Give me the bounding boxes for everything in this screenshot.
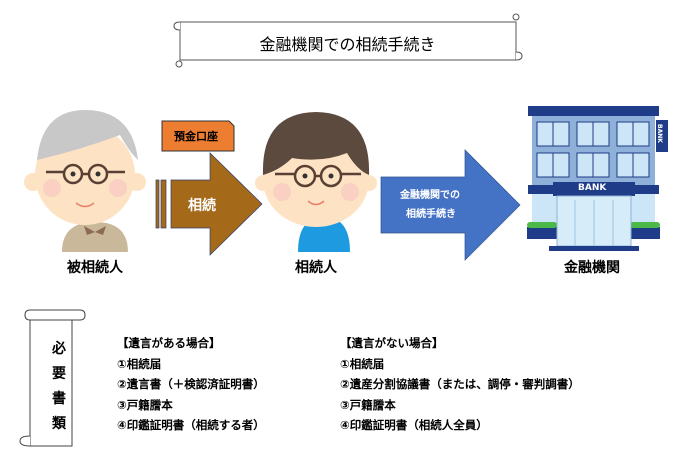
- bank-procedure-arrow: [380, 149, 521, 261]
- list-item: ③戸籍謄本: [117, 397, 173, 412]
- with-will-heading: 【遺言がある場合】: [117, 336, 221, 350]
- list-item: ①相続届: [117, 356, 162, 371]
- list-item: ①相続届: [340, 356, 385, 371]
- list-item: ④印鑑証明書（相続人全員）: [340, 418, 488, 432]
- documents-heading-char: 要: [52, 366, 66, 382]
- bank-arrow-label-line1: 金融機関での: [400, 190, 460, 201]
- decedent-illustration: [24, 110, 146, 252]
- title-scroll: [173, 13, 523, 68]
- with-will-list: 【遺言がある場合】 ①相続届 ②遺言書（＋検認済証明書） ③戸籍謄本 ④印鑑証明…: [117, 333, 265, 436]
- documents-scroll: [19, 309, 86, 447]
- bank-sign: BANK: [578, 183, 607, 193]
- documents-heading-char: 類: [52, 416, 66, 432]
- bank-side-sign: BANK: [656, 124, 663, 143]
- documents-heading-char: 必: [52, 341, 66, 357]
- list-item: ④印鑑証明書（相続する者）: [117, 418, 265, 432]
- heir-illustration: [255, 112, 377, 252]
- account-tag-label: 預金口座: [174, 130, 218, 143]
- bank-arrow-label-line2: 相続手続き: [406, 209, 456, 220]
- documents-heading-char: 書: [52, 391, 66, 407]
- list-item: ②遺産分割協議書（または、調停・審判調書）: [340, 377, 580, 391]
- list-item: ②遺言書（＋検認済証明書）: [117, 377, 265, 391]
- inherit-arrow-label: 相続: [188, 198, 216, 214]
- inherit-arrow: [155, 152, 263, 256]
- bank-label: 金融機関: [564, 260, 620, 276]
- without-will-list: 【遺言がない場合】 ①相続届 ②遺産分割協議書（または、調停・審判調書） ③戸籍…: [340, 333, 580, 436]
- decedent-label: 被相続人: [67, 260, 123, 276]
- page-title: 金融機関での相続手続き: [259, 35, 436, 54]
- heir-label: 相続人: [295, 260, 337, 276]
- account-tag-shape: [161, 120, 235, 152]
- without-will-heading: 【遺言がない場合】: [340, 336, 444, 350]
- list-item: ③戸籍謄本: [340, 397, 396, 412]
- bank-building: [527, 106, 668, 251]
